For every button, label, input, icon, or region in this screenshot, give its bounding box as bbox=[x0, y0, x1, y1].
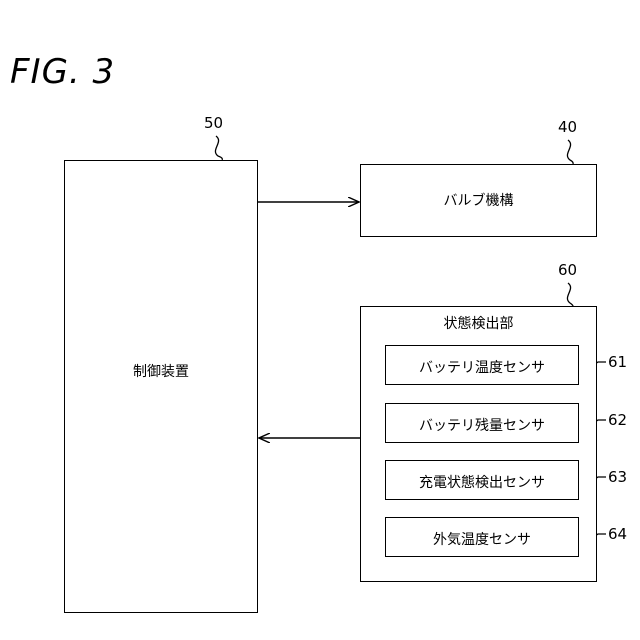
charge-state-detection-sensor-label: 充電状態検出センサ bbox=[386, 472, 578, 492]
battery-remaining-sensor-label: バッテリ残量センサ bbox=[386, 415, 578, 435]
state-detection-unit-label: 状態検出部 bbox=[361, 313, 596, 333]
leader-line-50 bbox=[215, 136, 222, 160]
outside-air-temperature-sensor-block: 外気温度センサ bbox=[385, 517, 579, 557]
charge-state-detection-sensor-block: 充電状態検出センサ bbox=[385, 460, 579, 500]
leader-line-60 bbox=[567, 283, 573, 306]
ref-numeral-64: 64 bbox=[608, 525, 627, 543]
valve-mechanism-label: バルブ機構 bbox=[361, 190, 596, 210]
ref-numeral-50: 50 bbox=[204, 114, 223, 132]
battery-temperature-sensor-block: バッテリ温度センサ bbox=[385, 345, 579, 385]
ref-numeral-62: 62 bbox=[608, 411, 627, 429]
battery-temperature-sensor-label: バッテリ温度センサ bbox=[386, 357, 578, 377]
ref-numeral-61: 61 bbox=[608, 353, 627, 371]
state-detection-unit-block: 状態検出部 バッテリ温度センサ バッテリ残量センサ 充電状態検出センサ 外気温度… bbox=[360, 306, 597, 582]
control-device-block: 制御装置 bbox=[64, 160, 258, 613]
battery-remaining-sensor-block: バッテリ残量センサ bbox=[385, 403, 579, 443]
valve-mechanism-block: バルブ機構 bbox=[360, 164, 597, 237]
control-device-label: 制御装置 bbox=[65, 361, 257, 381]
ref-numeral-60: 60 bbox=[558, 261, 577, 279]
outside-air-temperature-sensor-label: 外気温度センサ bbox=[386, 529, 578, 549]
ref-numeral-40: 40 bbox=[558, 118, 577, 136]
ref-numeral-63: 63 bbox=[608, 468, 627, 486]
leader-line-40 bbox=[567, 140, 573, 164]
